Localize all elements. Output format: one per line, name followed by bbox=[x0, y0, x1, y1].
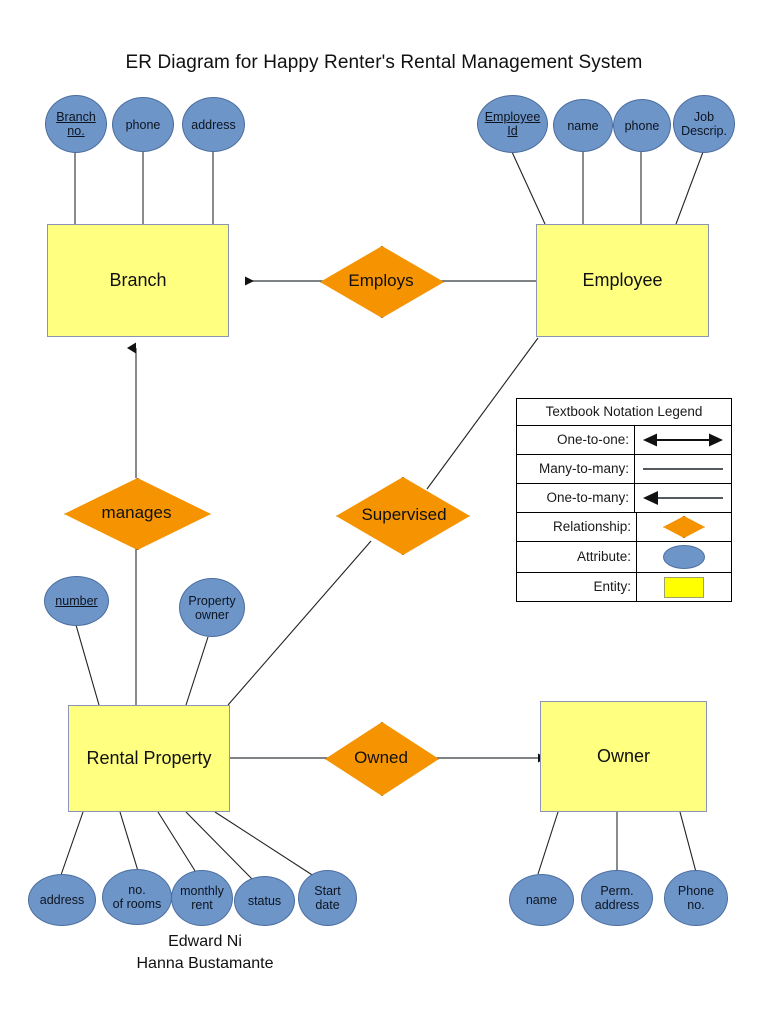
attribute-label: Phone no. bbox=[677, 884, 715, 912]
legend-label: Many-to-many: bbox=[517, 455, 635, 483]
legend-label: One-to-many: bbox=[517, 484, 635, 512]
legend-label: Entity: bbox=[517, 573, 637, 601]
attribute-rental-status[interactable]: status bbox=[234, 876, 295, 926]
attribute-label: address bbox=[191, 117, 236, 132]
attribute-rental-start-date[interactable]: Start date bbox=[298, 870, 357, 926]
attribute-rental-property-owner[interactable]: Property owner bbox=[179, 578, 245, 637]
left-arrow-line-icon bbox=[635, 484, 731, 512]
rental-bottom-attribute-stems bbox=[60, 811, 321, 883]
attribute-employee-phone[interactable]: phone bbox=[613, 99, 671, 152]
page-title: ER Diagram for Happy Renter's Rental Man… bbox=[125, 52, 643, 73]
attribute-rental-no-of-rooms[interactable]: no. of rooms bbox=[102, 869, 172, 925]
attribute-label: phone bbox=[624, 118, 660, 133]
legend-row-entity: Entity: bbox=[517, 573, 731, 601]
legend-row-one-to-many: One-to-many: bbox=[517, 484, 731, 513]
attribute-label: number bbox=[55, 594, 98, 608]
yellow-rectangle-icon bbox=[637, 573, 731, 601]
owner-attribute-stems bbox=[537, 811, 697, 875]
attribute-owner-name[interactable]: name bbox=[509, 874, 574, 926]
rental-top-attribute-stems bbox=[75, 624, 209, 706]
attribute-label: Start date bbox=[314, 884, 341, 912]
entity-employee[interactable]: Employee bbox=[536, 224, 709, 337]
supervised-connector bbox=[227, 337, 539, 706]
attribute-label: Branch no. bbox=[56, 110, 96, 138]
blue-ellipse-icon bbox=[637, 542, 731, 572]
attribute-employee-name[interactable]: name bbox=[553, 99, 613, 152]
entity-owner-label: Owner bbox=[596, 746, 650, 766]
attribute-label: phone bbox=[125, 117, 161, 132]
attribute-label: status bbox=[247, 894, 282, 908]
entity-owner[interactable]: Owner bbox=[540, 701, 707, 812]
attribute-branch-no[interactable]: Branch no. bbox=[45, 95, 107, 153]
legend-row-attribute: Attribute: bbox=[517, 542, 731, 573]
attribute-label: monthly rent bbox=[180, 884, 224, 912]
orange-diamond-icon bbox=[637, 513, 731, 541]
attribute-label: address bbox=[39, 893, 85, 907]
branch-attribute-stems bbox=[74, 152, 214, 224]
entity-branch[interactable]: Branch bbox=[47, 224, 229, 337]
employee-attribute-stems bbox=[511, 151, 704, 225]
attribute-label: Perm. address bbox=[594, 884, 640, 912]
legend-row-one-to-one: One-to-one: bbox=[517, 426, 731, 455]
attribute-label: Property owner bbox=[188, 593, 236, 622]
legend-row-relationship: Relationship: bbox=[517, 513, 731, 542]
attribute-branch-address[interactable]: address bbox=[182, 97, 245, 152]
attribute-employee-job-descrip[interactable]: Job Descrip. bbox=[673, 95, 735, 153]
legend-row-many-to-many: Many-to-many: bbox=[517, 455, 731, 484]
attribute-label: name bbox=[567, 118, 599, 133]
attribute-label: Employee Id bbox=[484, 110, 541, 138]
attribute-owner-perm-address[interactable]: Perm. address bbox=[581, 870, 653, 926]
double-arrow-line-icon bbox=[635, 426, 731, 454]
authors-credit: Edward Ni Hanna Bustamante bbox=[136, 933, 274, 972]
attribute-rental-number[interactable]: number bbox=[44, 576, 109, 626]
plain-line-icon bbox=[635, 455, 731, 483]
entity-branch-label: Branch bbox=[109, 270, 167, 290]
legend-title: Textbook Notation Legend bbox=[517, 399, 731, 426]
legend-panel: Textbook Notation Legend One-to-one: Man… bbox=[516, 398, 732, 602]
entity-rental-property-label: Rental Property bbox=[86, 748, 212, 768]
attribute-owner-phone-no[interactable]: Phone no. bbox=[664, 870, 728, 926]
attribute-label: name bbox=[525, 893, 558, 907]
attribute-branch-phone[interactable]: phone bbox=[112, 97, 174, 152]
legend-label: One-to-one: bbox=[517, 426, 635, 454]
entity-rental-property[interactable]: Rental Property bbox=[68, 705, 230, 812]
attribute-label: Job Descrip. bbox=[681, 110, 727, 138]
legend-label: Attribute: bbox=[517, 542, 637, 572]
entity-employee-label: Employee bbox=[582, 270, 663, 290]
attribute-rental-monthly-rent[interactable]: monthly rent bbox=[171, 870, 233, 926]
attribute-label: no. of rooms bbox=[112, 883, 162, 911]
legend-label: Relationship: bbox=[517, 513, 637, 541]
attribute-employee-id[interactable]: Employee Id bbox=[477, 95, 548, 153]
attribute-rental-address[interactable]: address bbox=[28, 874, 96, 926]
